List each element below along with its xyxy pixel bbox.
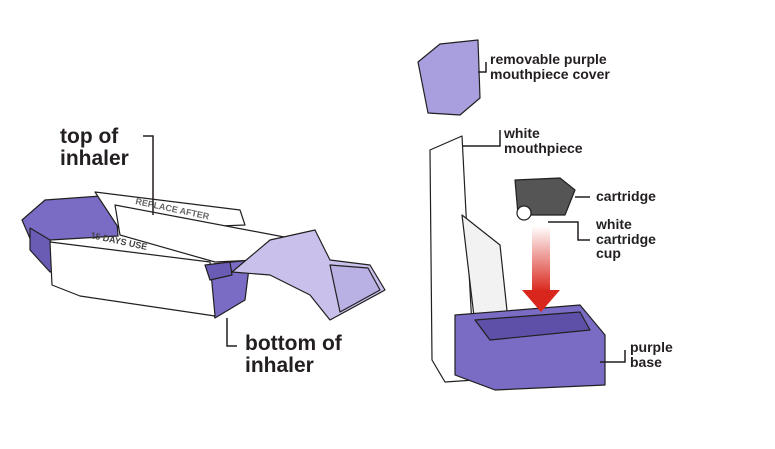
label-line: inhaler — [245, 354, 314, 378]
label-line: mouthpiece — [504, 139, 583, 156]
label-line: base — [630, 353, 662, 370]
base-leader-line — [600, 350, 626, 363]
arrow-shaft — [532, 226, 550, 292]
purple-base-label: purple base — [630, 340, 673, 369]
label-line: inhaler — [60, 147, 129, 171]
label-line: mouthpiece cover — [490, 65, 610, 82]
closed-inhaler — [21, 191, 386, 321]
top-of-inhaler-label: top of inhaler — [60, 125, 129, 171]
bottom-of-inhaler-label: bottom of inhaler — [245, 332, 342, 378]
mouthpiece-cover-label: removable purple mouthpiece cover — [490, 52, 610, 81]
white-mouthpiece-label: white mouthpiece — [504, 126, 583, 155]
label-line: cartridge — [596, 230, 656, 247]
label-line: top of — [60, 125, 119, 148]
label-line: white — [596, 216, 632, 232]
label-line: purple — [630, 339, 673, 355]
mouthpiece-leader-line — [462, 130, 501, 147]
bottom-leader-line — [226, 318, 237, 347]
cartridge-cup-label: white cartridge cup — [596, 217, 656, 261]
down-arrow-icon — [522, 290, 560, 312]
label-line: white — [504, 125, 540, 141]
label-line: cup — [596, 245, 621, 262]
cover-leader-line — [478, 62, 487, 73]
label-line: bottom of — [245, 332, 342, 355]
label-line: removable purple — [490, 51, 607, 67]
cup-leader-line — [548, 221, 590, 241]
top-leader-line — [143, 135, 154, 215]
mouthpiece-cover — [417, 39, 481, 116]
cartridge-label: cartridge — [596, 188, 656, 204]
